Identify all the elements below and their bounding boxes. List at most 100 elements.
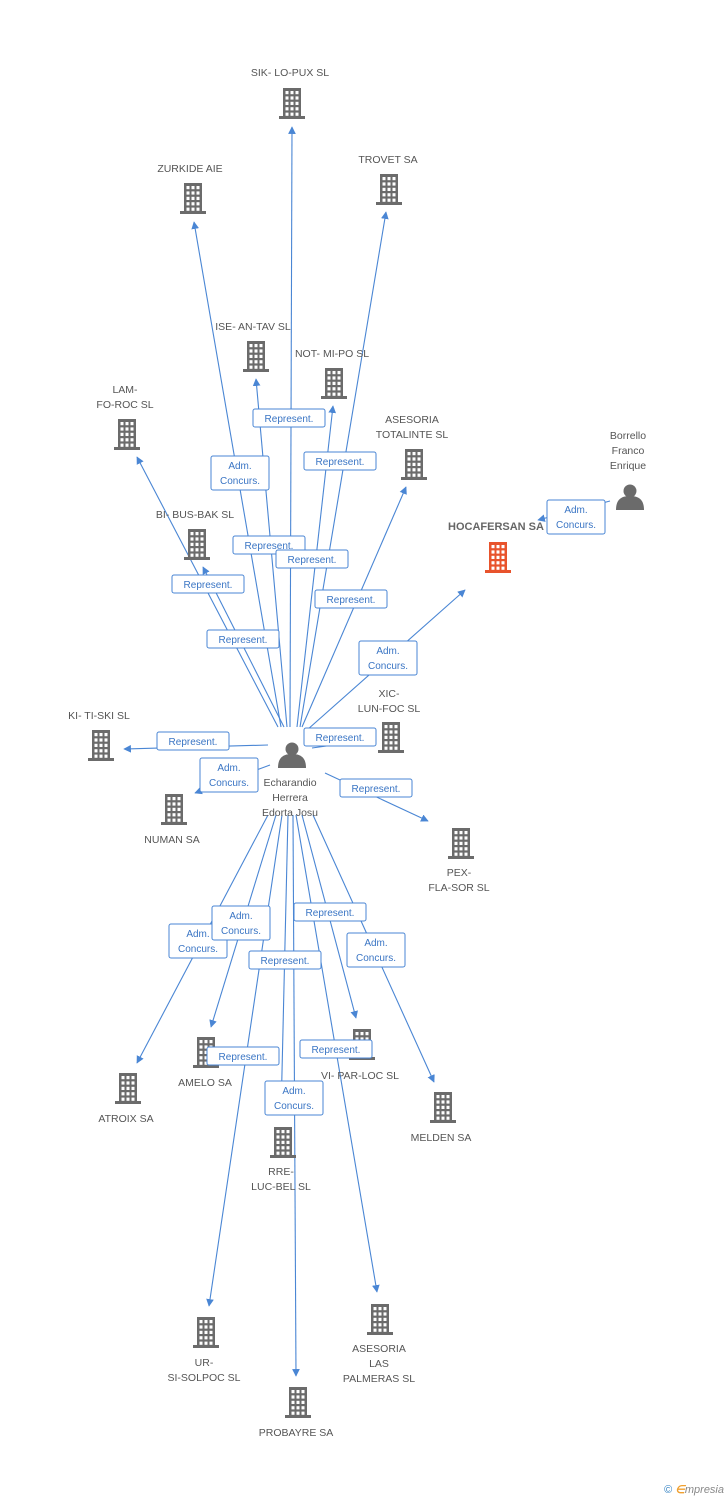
- edge-label-echarandio-rre[interactable]: Represent.: [248, 950, 322, 970]
- node-ursi[interactable]: UR-SI-SOLPOC SL: [168, 1317, 241, 1384]
- building-icon: [321, 368, 347, 399]
- person-icon: [616, 484, 644, 510]
- node-trovet[interactable]: TROVET SA: [358, 154, 418, 205]
- node-xic[interactable]: XIC- LUN-FOC SL: [358, 688, 421, 753]
- edge-label-box: [206, 1046, 280, 1066]
- edge-label-echarandio-vipar[interactable]: Represent.: [293, 902, 367, 922]
- edge-label-text: Represent.: [184, 580, 233, 591]
- edge-label-echarandio-numan[interactable]: Adm.Concurs.: [199, 757, 259, 793]
- nodes-layer: SIK- LO-PUX SL ZURKIDE AIE TROVET SA ISE- A…: [68, 67, 646, 1439]
- edge-label-box: [303, 727, 377, 747]
- node-probayre[interactable]: PROBAYRE SA: [259, 1387, 334, 1439]
- edge-label-text: Adm.: [364, 938, 387, 949]
- node-label: LAM-: [112, 384, 138, 396]
- edge-label-text: Adm.: [376, 646, 399, 657]
- person-icon: [278, 742, 306, 768]
- edge-label-text: Represent.: [306, 908, 355, 919]
- edge-label-echarandio-xic[interactable]: Represent.: [303, 727, 377, 747]
- building-icon: [430, 1092, 456, 1123]
- node-label: Edorta Josu: [262, 807, 318, 819]
- edge-label-echarandio-bibus[interactable]: Represent.: [206, 629, 280, 649]
- edge-label-echarandio-amelo[interactable]: Adm.Concurs.: [211, 905, 271, 941]
- edge-label-text: Represent.: [219, 1052, 268, 1063]
- edge-label-text: Represent.: [288, 555, 337, 566]
- node-zurkide[interactable]: ZURKIDE AIE: [157, 163, 223, 214]
- node-numan[interactable]: NUMAN SA: [144, 794, 200, 846]
- node-kitiski[interactable]: KI- TI-SKI SL: [68, 710, 130, 761]
- edge-label-text: Represent.: [312, 1045, 361, 1056]
- node-label: Borrello: [610, 430, 646, 442]
- edge-label-box: [299, 1039, 373, 1059]
- footer-brand[interactable]: © ∈mpresia: [664, 1483, 724, 1496]
- building-icon: [485, 542, 511, 573]
- edge-label-echarandio-pex[interactable]: Represent.: [339, 778, 413, 798]
- edge-label-box: [293, 902, 367, 922]
- building-icon: [243, 341, 269, 372]
- edge-label-echarandio-lamfo[interactable]: Represent.: [171, 574, 245, 594]
- node-label: LAS: [369, 1358, 389, 1370]
- edge-label-echarandio-asesoria_t[interactable]: Represent.: [314, 589, 388, 609]
- edge-label-echarandio-trovet[interactable]: Represent.: [303, 451, 377, 471]
- building-icon: [180, 183, 206, 214]
- edge-label-box: [199, 757, 259, 793]
- building-icon: [279, 88, 305, 119]
- edge-label-text: Adm.: [229, 911, 252, 922]
- node-bibus[interactable]: BI- BUS-BAK SL: [156, 509, 234, 560]
- node-label: FO-ROC SL: [96, 399, 153, 411]
- edge-label-text: Concurs.: [209, 778, 249, 789]
- edge-label-echarandio-sik[interactable]: Represent.: [252, 408, 326, 428]
- edge-label-box: [275, 549, 349, 569]
- edge-label-box: [252, 408, 326, 428]
- edge-label-text: Adm.: [564, 505, 587, 516]
- edge-label-box: [248, 950, 322, 970]
- node-sik[interactable]: SIK- LO-PUX SL: [251, 67, 329, 119]
- edge-label-borrello-hocafersan[interactable]: Adm.Concurs.: [546, 499, 606, 535]
- node-label: NUMAN SA: [144, 834, 199, 846]
- node-lamfo[interactable]: LAM- FO-ROC SL: [96, 384, 154, 450]
- node-notmipo[interactable]: NOT- MI-PO SL: [295, 348, 369, 399]
- node-rre[interactable]: RRE-LUC-BEL SL: [251, 1127, 311, 1193]
- edge-label-echarandio-probayre[interactable]: Adm.Concurs.: [264, 1080, 324, 1116]
- edge-label-echarandio-asesoria_lp[interactable]: Represent.: [299, 1039, 373, 1059]
- edge-label-echarandio-melden[interactable]: Adm.Concurs.: [346, 932, 406, 968]
- node-label: Franco: [612, 445, 645, 457]
- edge-label-text: Represent.: [245, 541, 294, 552]
- edge-label-echarandio-zurkide[interactable]: Adm.Concurs.: [210, 455, 270, 491]
- edge-label-text: Adm.: [282, 1086, 305, 1097]
- node-label: KI- TI-SKI SL: [68, 710, 130, 722]
- node-label: RRE-: [268, 1166, 294, 1178]
- edge-label-echarandio-kitiski[interactable]: Represent.: [156, 731, 230, 751]
- edges-layer: [123, 126, 611, 1377]
- edge-label-box: [211, 905, 271, 941]
- node-label: PROBAYRE SA: [259, 1427, 334, 1439]
- node-label: TOTALINTE SL: [376, 429, 449, 441]
- edge-label-box: [210, 455, 270, 491]
- edge-label-box: [206, 629, 280, 649]
- node-pex[interactable]: PEX-FLA-SOR SL: [428, 828, 490, 894]
- edge-label-echarandio-notmipo[interactable]: Represent.: [275, 549, 349, 569]
- edge-label-text: Adm.: [186, 929, 209, 940]
- edge-label-text: Represent.: [316, 733, 365, 744]
- edge-label-box: [546, 499, 606, 535]
- node-label: XIC-: [379, 688, 401, 700]
- node-hocafersan[interactable]: HOCAFERSAN SA: [448, 521, 544, 573]
- building-icon: [285, 1387, 311, 1418]
- edge-label-echarandio-ursi[interactable]: Represent.: [206, 1046, 280, 1066]
- edge-label-text: Represent.: [327, 595, 376, 606]
- edge-label-text: Concurs.: [178, 944, 218, 955]
- node-ise[interactable]: ISE- AN-TAV SL: [215, 321, 291, 372]
- building-icon: [114, 419, 140, 450]
- node-melden[interactable]: MELDEN SA: [411, 1092, 472, 1144]
- node-label: LUN-FOC SL: [358, 703, 421, 715]
- node-label: ASESORIA: [352, 1343, 406, 1355]
- node-label: VI- PAR-LOC SL: [321, 1070, 399, 1082]
- node-atroix[interactable]: ATROIX SA: [98, 1073, 154, 1125]
- node-label: Herrera: [272, 792, 308, 804]
- edge-labels-layer: Represent.Adm.Concurs.Represent.Represen…: [156, 408, 606, 1116]
- node-label: ISE- AN-TAV SL: [215, 321, 291, 333]
- edge-label-echarandio-hocafersan[interactable]: Adm.Concurs.: [358, 640, 418, 676]
